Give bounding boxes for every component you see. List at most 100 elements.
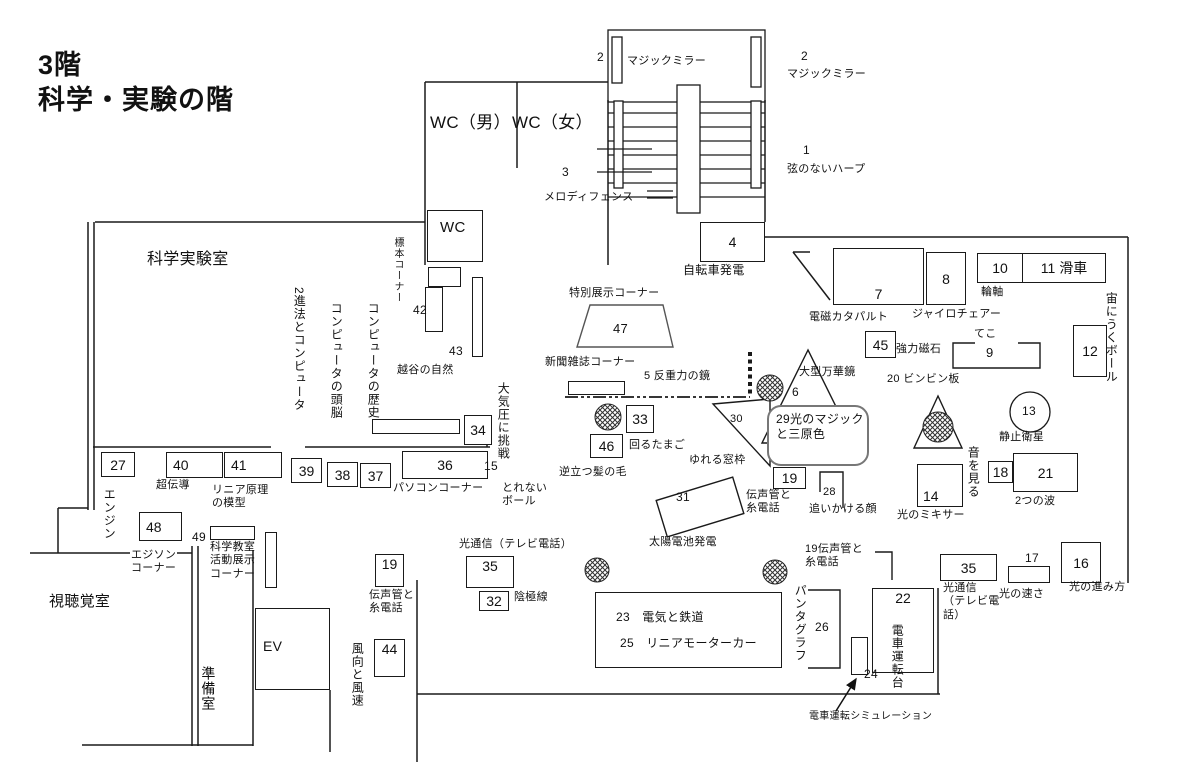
kaleidoscope-label: 大型万華鏡 bbox=[799, 366, 856, 378]
pc-corner-label: パソコンコーナー bbox=[393, 482, 484, 494]
map-label-39: 13 bbox=[1022, 404, 1036, 418]
exhibit-box-27: 27 bbox=[101, 452, 135, 477]
exhibit-box-12: 12 bbox=[1073, 325, 1107, 377]
bicycle-power-label: 自転車発電 bbox=[683, 263, 745, 277]
air-pressure-label: 大気圧に挑戦 bbox=[496, 382, 511, 460]
exhibit-box-23-25 bbox=[595, 592, 782, 668]
pantograph-label: パンタグラフ bbox=[793, 584, 808, 662]
magic-mirror-inner-label: マジックミラー bbox=[627, 55, 707, 67]
wind-label: 風向と風速 bbox=[350, 642, 365, 707]
map-label-4: 2 bbox=[597, 50, 604, 64]
swaying-window-label: ゆれる窓枠 bbox=[689, 454, 746, 466]
pillar-circles bbox=[584, 374, 954, 585]
gyro-chair-label: ジャイロチェアー bbox=[912, 308, 1002, 320]
exhibit-box-21: 21 bbox=[1013, 453, 1078, 492]
stuck-ball-label: とれない ボール bbox=[502, 482, 548, 508]
solar-power-label: 太陽電池発電 bbox=[649, 536, 717, 548]
optical-comm-label: 光通信（テレビ電話） bbox=[459, 538, 572, 550]
exhibit-box-14: 14 bbox=[917, 464, 963, 507]
lever-label: てこ bbox=[974, 328, 997, 340]
map-label-28: 42 bbox=[413, 303, 427, 317]
map-label-62: 17 bbox=[1024, 551, 1040, 566]
engine-label: エンジン bbox=[102, 488, 117, 540]
exhibit-box-11-滑車: 11 滑車 bbox=[1022, 253, 1106, 283]
optical-comm-label-2: 光通信 （テレビ電 話） bbox=[943, 582, 1000, 621]
specimen-rect bbox=[428, 267, 461, 287]
light-path-label: 光の進み方 bbox=[1069, 581, 1126, 593]
exhibit-box-38: 38 bbox=[327, 462, 358, 487]
counter-rect bbox=[210, 526, 255, 540]
light-mixer-label: 光のミキサー bbox=[897, 509, 965, 521]
exhibit-box-4: 4 bbox=[700, 222, 765, 262]
melody-fence-bars bbox=[597, 148, 673, 199]
map-label-23: 47 bbox=[613, 321, 629, 336]
geo-satellite-label: 静止衛星 bbox=[999, 431, 1045, 443]
science-class-label: 科学教室 活動展示 コーナー bbox=[210, 541, 256, 580]
exhibit-box-22: 22 bbox=[872, 588, 934, 673]
exhibit-box-40: 40 bbox=[166, 452, 223, 478]
voice-pipe-label-3: 19伝声管と 糸電話 bbox=[805, 543, 864, 569]
map-label-59: 24 bbox=[864, 667, 878, 681]
linear-motorcar-label: 25 リニアモーターカー bbox=[620, 636, 757, 650]
exhibit-box-39: 39 bbox=[291, 458, 322, 483]
linear-model-label: リニア原理 の模型 bbox=[212, 484, 269, 510]
stringless-harp-label: 弦のないハープ bbox=[787, 163, 866, 175]
binary-computer-label: 2進法とコンピュータ bbox=[292, 287, 307, 412]
floating-ball-label: 宙にうくボール bbox=[1104, 292, 1119, 383]
exhibit-box-32: 32 bbox=[479, 591, 509, 611]
newspaper-counter-rect bbox=[568, 381, 625, 395]
map-label-5: 2 bbox=[801, 49, 808, 63]
map-label-48: 49 bbox=[192, 530, 206, 544]
display-rect bbox=[472, 277, 483, 357]
map-label-31: 30 bbox=[730, 413, 743, 425]
exhibit-box-19: 19 bbox=[773, 467, 806, 489]
wc-room-small bbox=[427, 210, 483, 262]
wc-small-label: WC bbox=[440, 219, 466, 236]
binbin-board-label: 20 ビンビン板 bbox=[887, 373, 960, 385]
train-cab-label: 電車運転台 bbox=[890, 624, 905, 689]
staircase bbox=[607, 29, 766, 214]
display-rect bbox=[265, 532, 277, 588]
exhibit-shapes bbox=[576, 304, 1051, 538]
standing-hair-label: 逆立つ髪の毛 bbox=[559, 466, 627, 478]
exhibit-box-41: 41 bbox=[224, 452, 282, 478]
spinning-egg-label: 回るたまご bbox=[629, 439, 686, 451]
cathode-ray-label: 陰極線 bbox=[514, 591, 548, 603]
exhibit-box-34: 34 bbox=[464, 415, 492, 445]
map-label-9: 3 bbox=[562, 165, 569, 179]
science-lab-label: 科学実験室 bbox=[147, 251, 229, 268]
electricity-railway-label: 23 電気と鉄道 bbox=[616, 610, 704, 624]
exhibit-box-8: 8 bbox=[926, 252, 966, 305]
wc-men-label: WC（男） bbox=[430, 113, 511, 132]
wc-women-label: WC（女） bbox=[512, 113, 593, 132]
exhibit-box-18: 18 bbox=[988, 461, 1013, 483]
map-label-21: 6 bbox=[792, 385, 799, 399]
edison-corner-label: エジソン コーナー bbox=[130, 549, 178, 576]
see-sound-label: 音を見る bbox=[966, 446, 981, 498]
title-line1: 3階 bbox=[38, 50, 83, 80]
magic-mirror-label: マジックミラー bbox=[787, 68, 867, 80]
map-label-34: 28 bbox=[823, 486, 836, 498]
chasing-face-label: 追いかける顔 bbox=[809, 503, 877, 515]
two-waves-label: 2つの波 bbox=[1015, 495, 1056, 507]
melody-fence-label: メロディフェンス bbox=[544, 191, 634, 203]
map-label-45: 15 bbox=[484, 459, 498, 473]
train-sim-label: 電車運転シミュレーション bbox=[809, 711, 933, 722]
bracket-lines bbox=[808, 471, 893, 669]
exhibit-box-16: 16 bbox=[1061, 542, 1101, 583]
title-line2: 科学・実験の階 bbox=[38, 85, 234, 116]
antigravity-mirror-label: 5 反重力の鏡 bbox=[644, 370, 711, 382]
voice-pipe-label: 伝声管と 糸電話 bbox=[746, 489, 792, 515]
ev-label: EV bbox=[263, 638, 283, 654]
speed-of-light-label: 光の速さ bbox=[999, 588, 1045, 600]
page-title: 3階 科学・実験の階 bbox=[38, 48, 234, 118]
exhibit-box-44: 44 bbox=[374, 639, 405, 677]
exhibit-box-46: 46 bbox=[590, 434, 623, 458]
av-room-label: 視聴覚室 bbox=[49, 593, 111, 610]
exhibit-rect-17 bbox=[1008, 566, 1050, 583]
